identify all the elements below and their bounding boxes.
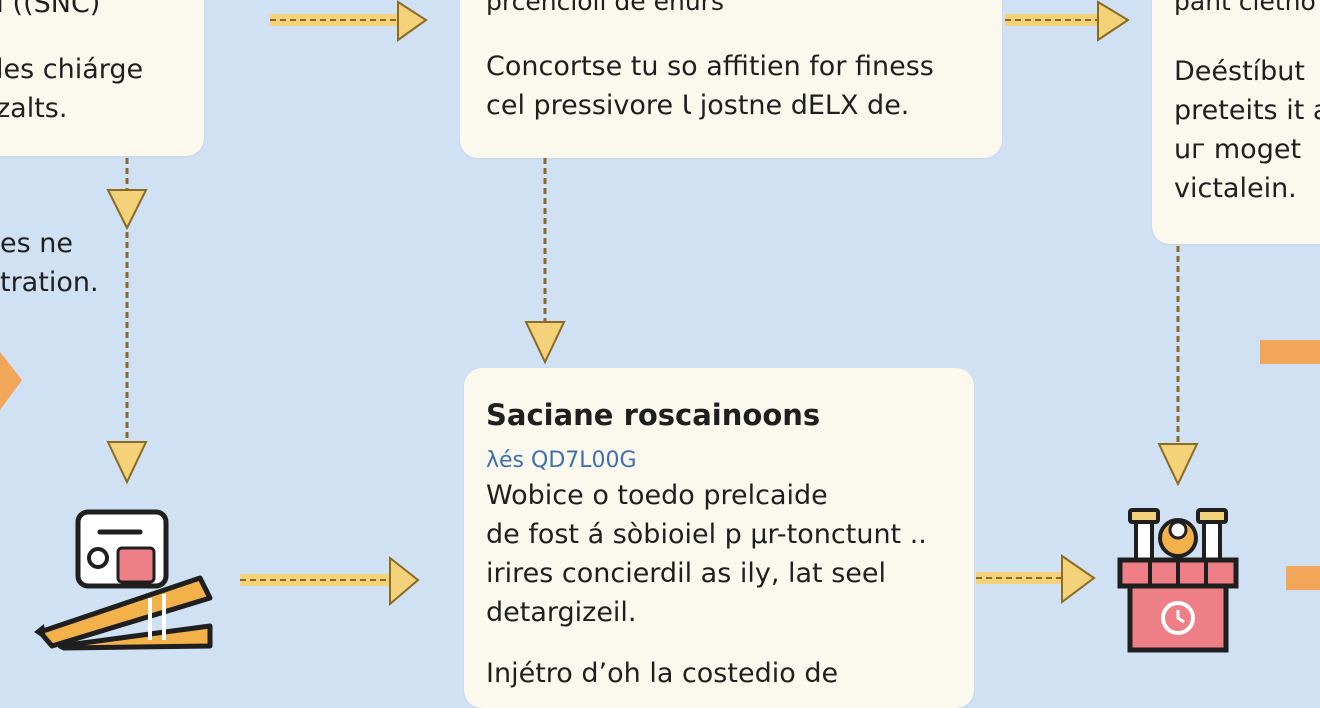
card-bottom-center-line-3: irires concierdil as ily, lat seel [486,558,887,589]
card-top-left: Í ((SNC) les chiárge zalts. [0,0,204,156]
card-top-right-line-2: preteits it a [1174,95,1320,126]
arrow-right-down [1157,246,1199,487]
card-top-right-line-3: uг moget [1174,134,1302,165]
left-free-text-line-1: es ne [0,228,73,259]
orange-arrow-left-edge [0,352,22,410]
card-top-right: pant cletho Deéstíbut preteits it a uг m… [1152,0,1320,244]
card-bottom-center-partial-bottom: Injétro d’oh la costedio de [486,658,839,689]
toolbox-and-tools-icon [34,509,213,651]
arrow-bottom-center-to-right [976,554,1096,604]
card-top-center-line-2: cel pressivore Ɩ jostne dELX de. [486,90,910,121]
card-top-center-partial-title: prcêncioll de enurs [486,0,724,16]
orange-bar-right-lower [1286,566,1320,590]
card-top-right-partial-title: pant cletho [1174,0,1316,16]
arrow-top-left-to-center [270,0,428,42]
card-bottom-center: Saciane roscainoons λés QD7L00G Wobice o… [464,368,974,708]
card-top-right-line-4: victalein. [1174,173,1297,204]
card-top-center-line-1: Concortse tu so affitien for finess [486,51,934,82]
card-bottom-center-line-1: Wobice o toedo prelcaide [486,480,828,511]
arrow-top-center-to-right [1005,0,1130,42]
left-free-text-line-2: tration. [0,267,99,298]
card-top-left-line-1: les chiárge [0,54,144,85]
arrow-bottom-left-to-center [240,555,420,607]
card-bottom-center-line-4: detargizeil. [486,597,637,628]
card-bottom-center-title: Saciane roscainoons [486,398,821,432]
connector-layer [0,0,1320,653]
card-top-left-line-2: zalts. [0,93,68,124]
arrow-left-down-1 [106,158,148,231]
card-top-left-partial-title: Í ((SNC) [0,0,101,19]
card-bottom-center-subtitle: λés QD7L00G [486,448,637,473]
card-bottom-center-line-2: de fost á sòbioiel p μr-tonctunt .. [486,519,927,550]
arrow-left-down-2 [106,232,148,485]
orange-bar-right-upper [1260,340,1320,364]
storefront-kiosk-icon [1117,508,1239,653]
card-top-right-line-1: Deéstíbut [1174,56,1306,87]
arrow-center-down [524,158,566,365]
card-top-center: prcêncioll de enurs Concortse tu so affi… [460,0,1002,158]
